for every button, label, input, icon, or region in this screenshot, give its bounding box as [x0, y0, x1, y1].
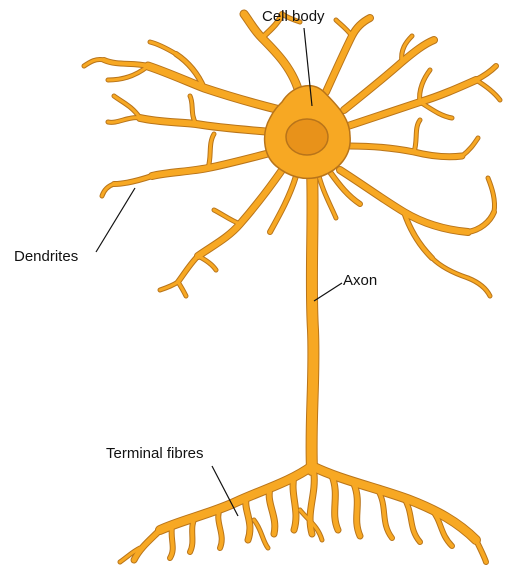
- dendrite-left-1: [148, 66, 280, 110]
- terminal-fibres-label: Terminal fibres: [106, 445, 204, 463]
- dendrite-right-2c: [462, 138, 478, 156]
- dendrite-left-3: [152, 152, 274, 176]
- dendrite-left-2: [140, 118, 272, 132]
- dendrite-left-4b: [214, 210, 240, 224]
- cell-body-label: Cell body: [262, 8, 325, 26]
- dendrite-right-3f: [468, 278, 490, 296]
- terminal-trunk-left: [160, 466, 312, 530]
- dendrites-label: Dendrites: [14, 248, 78, 266]
- dendrite-right-1c: [476, 66, 496, 80]
- terminal-fibre-1: [134, 530, 160, 560]
- axon-leader-line: [314, 283, 342, 301]
- nucleus-shape: [286, 119, 328, 155]
- dendrite-left-4c: [178, 256, 198, 282]
- terminal-fibre-7: [293, 476, 296, 530]
- dendrite-right-1d: [476, 80, 500, 100]
- dendrite-left-1e: [150, 42, 176, 54]
- dendrite-left-4f: [198, 256, 216, 270]
- terminal-fibre-16: [254, 520, 268, 548]
- dendrite-top-2b: [336, 20, 352, 36]
- axon-label: Axon: [343, 272, 377, 290]
- terminal-fibre-2: [170, 526, 173, 558]
- axon-segment: [312, 170, 314, 470]
